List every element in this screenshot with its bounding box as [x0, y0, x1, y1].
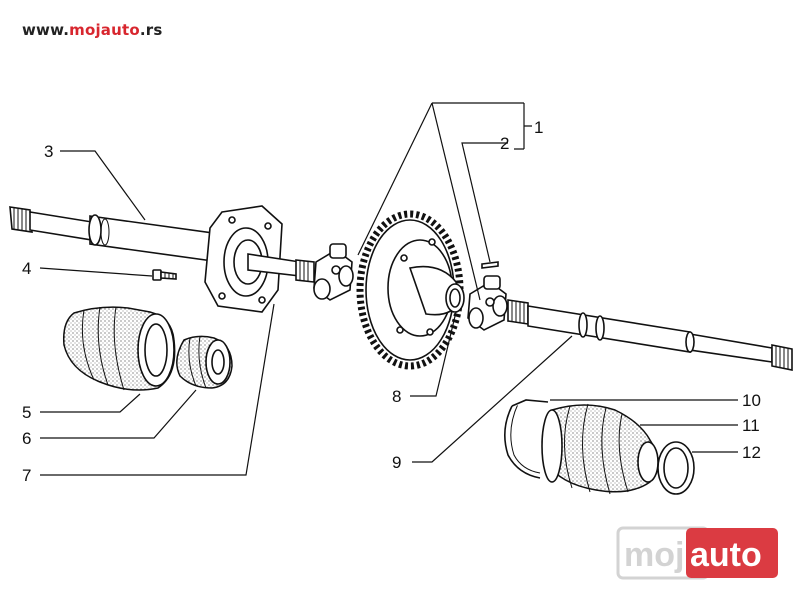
small-boot: [176, 335, 233, 389]
callout-8: 8: [392, 387, 401, 406]
leader-lines: [39, 102, 738, 476]
differential-crown-gear: [356, 210, 464, 370]
callout-2: 2: [500, 134, 509, 153]
callout-7: 7: [22, 466, 31, 485]
site-url[interactable]: www.mojauto.rs: [22, 21, 163, 39]
right-boot: [541, 403, 659, 495]
callout-11: 11: [742, 416, 760, 435]
url-prefix: www.: [22, 21, 70, 39]
callout-1: 1: [534, 118, 543, 137]
url-suffix: .rs: [139, 21, 163, 39]
ring-clamp: [657, 441, 695, 495]
callout-6: 6: [22, 429, 31, 448]
callout-4: 4: [22, 259, 31, 278]
callout-5: 5: [22, 403, 31, 422]
right-half-shaft: [507, 299, 793, 371]
left-tripod-joint: [313, 243, 354, 301]
left-stub-shaft: [247, 253, 315, 283]
callout-3: 3: [44, 142, 53, 161]
callout-9: 9: [392, 453, 401, 472]
callout-12: 12: [742, 443, 761, 462]
mojauto-watermark-logo: moj auto: [616, 526, 778, 580]
url-brand: mojauto: [69, 21, 140, 39]
seal-ring: [445, 283, 465, 313]
bolt: [152, 269, 177, 281]
callout-10: 10: [742, 391, 761, 410]
watermark-part1: moj: [624, 536, 684, 574]
right-tripod-joint: [467, 275, 508, 331]
large-boot: [62, 306, 176, 391]
circlip: [481, 261, 499, 269]
left-half-shaft: [9, 206, 221, 263]
clamp-band: [504, 399, 549, 479]
watermark-part2: auto: [690, 536, 762, 574]
callout-labels: 1 2 3 4 5 6 7 8 9 10 11 12: [22, 118, 761, 485]
